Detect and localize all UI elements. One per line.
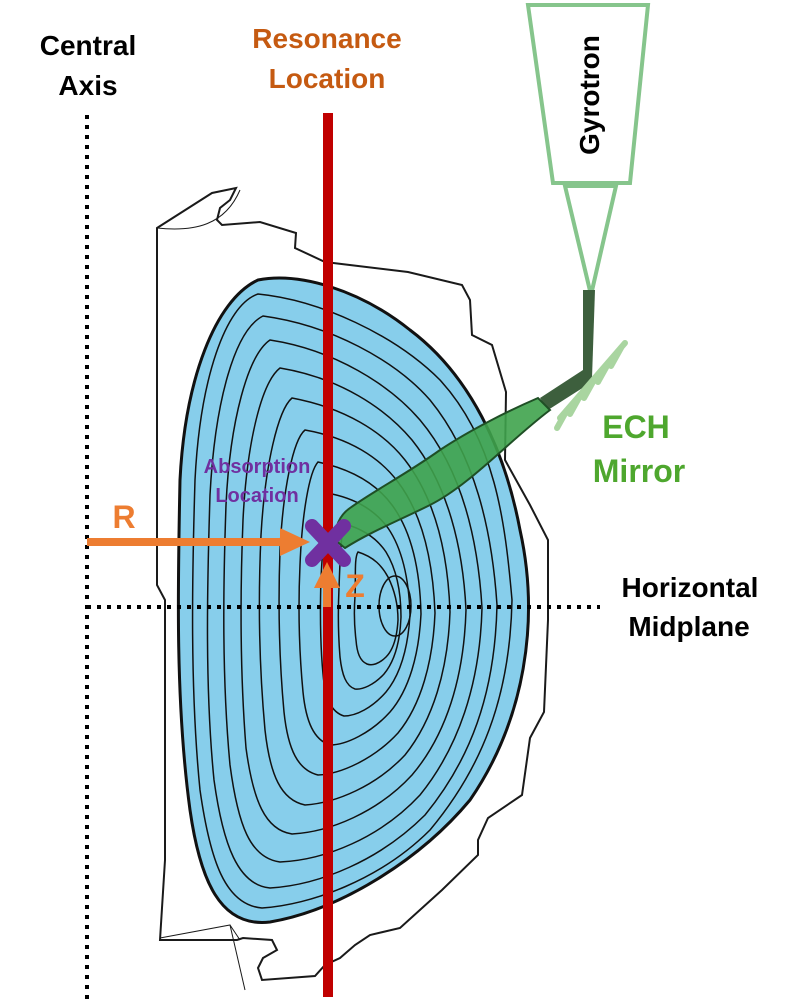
absorption-label-1: Absorption (204, 456, 311, 478)
gyrotron-cone (562, 184, 619, 296)
absorption-x-marker (305, 519, 351, 567)
midplane-label-2: Midplane (628, 611, 749, 642)
r-label: R (112, 499, 135, 535)
vessel-corner-arc (156, 189, 241, 230)
beam-to-plasma-dark (540, 370, 595, 410)
vessel-wall-outline (156, 186, 549, 982)
r-arrow-head (280, 528, 310, 556)
gyrotron-label: Gyrotron (574, 35, 605, 155)
plasma-boundary (176, 276, 530, 924)
mirror-label: Mirror (593, 453, 685, 489)
central-axis-label-1: Central (40, 30, 136, 61)
absorption-label-2: Location (215, 485, 298, 507)
resonance-line (323, 113, 333, 997)
central-axis-label-2: Axis (58, 70, 117, 101)
ech-label: ECH (602, 409, 670, 445)
midplane-label-1: Horizontal (622, 572, 759, 603)
beam-vertical (583, 290, 595, 378)
z-arrow-head (314, 562, 340, 588)
vessel-divertor-lines (159, 924, 246, 991)
resonance-label-2: Location (269, 63, 386, 94)
gyrotron-body (525, 2, 651, 185)
resonance-label-1: Resonance (252, 23, 401, 54)
z-label: Z (345, 568, 365, 604)
ech-mirror (554, 340, 628, 431)
